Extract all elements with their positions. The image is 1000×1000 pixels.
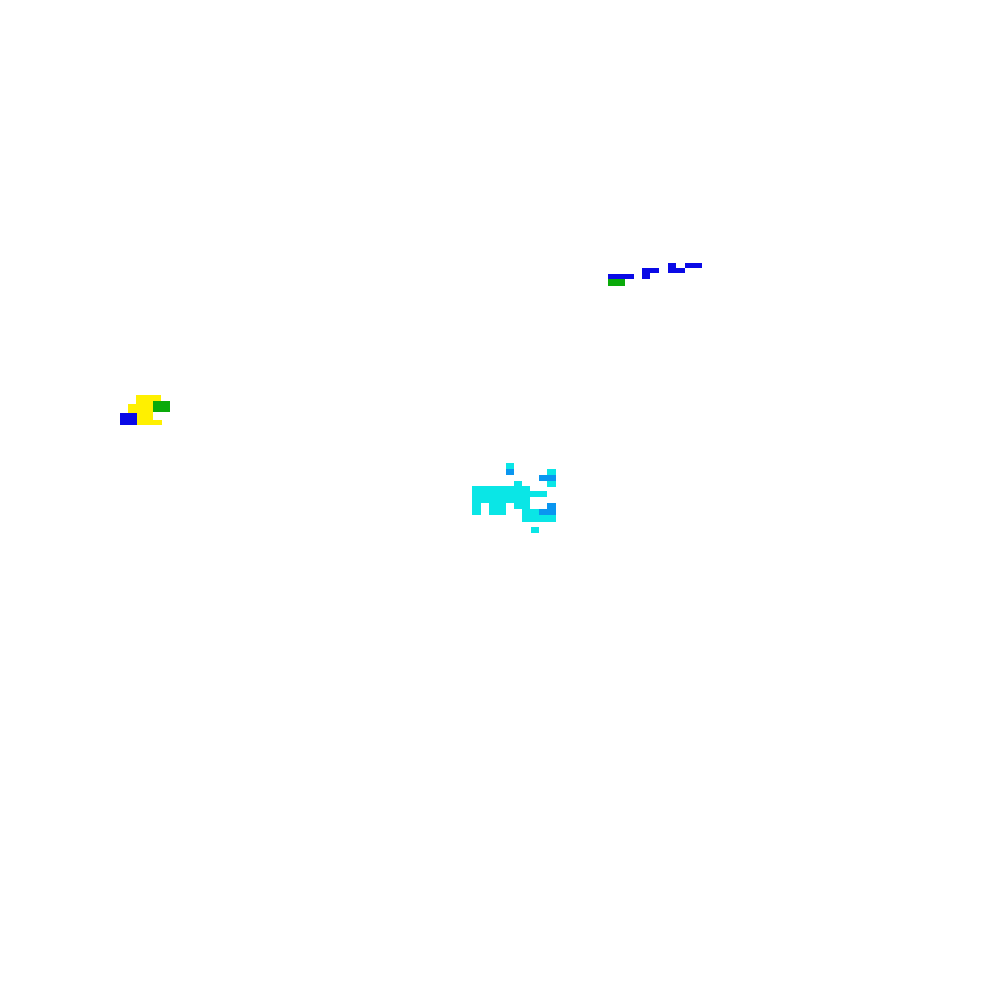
pixel-block bbox=[547, 469, 556, 475]
pixel-block bbox=[642, 273, 650, 279]
pixel-block bbox=[128, 404, 153, 413]
pixel-block bbox=[547, 503, 556, 509]
pixel-block bbox=[539, 475, 556, 481]
pixel-block bbox=[506, 469, 514, 475]
pixel-block bbox=[522, 509, 547, 515]
pixel-block bbox=[608, 274, 634, 279]
pixel-block bbox=[153, 401, 170, 412]
pixel-block bbox=[531, 527, 539, 533]
pixel-block bbox=[685, 263, 702, 268]
pixel-block bbox=[506, 463, 514, 469]
pixel-block bbox=[514, 481, 522, 486]
pixel-block bbox=[489, 503, 506, 509]
pixel-block bbox=[489, 509, 506, 515]
pixel-block bbox=[530, 491, 547, 497]
pixel-block bbox=[514, 503, 530, 509]
pixel-block bbox=[642, 268, 659, 273]
pixel-block bbox=[522, 515, 556, 522]
pixel-block bbox=[136, 395, 161, 404]
pixel-block bbox=[676, 268, 685, 273]
pixel-block bbox=[120, 413, 137, 425]
pixel-block bbox=[608, 279, 625, 286]
pixel-block bbox=[137, 420, 162, 425]
pixel-block bbox=[472, 486, 530, 503]
pixel-block bbox=[547, 481, 556, 487]
pixel-block bbox=[539, 509, 556, 515]
pixel-block bbox=[137, 413, 153, 420]
pixel-block bbox=[668, 263, 676, 273]
pixel-block bbox=[472, 503, 481, 515]
